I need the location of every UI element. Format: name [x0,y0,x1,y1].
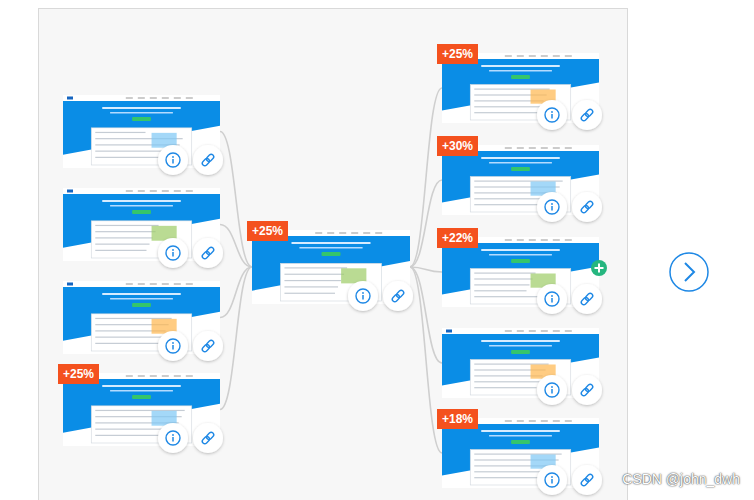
next-button [670,253,708,291]
growth-badge: +25% [437,44,478,64]
page-thumbnail [63,281,220,354]
connector [220,132,252,268]
growth-badge: +18% [437,409,478,429]
info-button [537,465,567,495]
page-thumbnail [63,95,220,168]
info-button [348,281,378,311]
page-thumbnail [252,230,410,304]
info-button [537,284,567,314]
connector [220,267,252,410]
link-button [572,100,602,130]
page-card [63,188,220,261]
page-card: +25% [63,373,220,446]
growth-badge: +30% [437,136,478,156]
link-button [193,145,223,175]
info-button [158,331,188,361]
link-button [193,423,223,453]
link-button [193,331,223,361]
connector [410,267,442,363]
page-card: +25% [252,230,410,304]
link-button [572,465,602,495]
info-button [158,423,188,453]
page-card [63,281,220,354]
link-button [383,281,413,311]
page-card [442,328,599,398]
info-button [158,238,188,268]
page-card: +25% [442,53,599,123]
page-thumbnail [442,328,599,398]
link-button [572,192,602,222]
page-card: +22% [442,237,599,307]
info-button [537,375,567,405]
page-thumbnail [63,188,220,261]
connector [220,267,252,318]
link-button [572,375,602,405]
page-card: +18% [442,418,599,488]
connector [410,180,442,267]
page-card: +30% [442,145,599,215]
info-button [158,145,188,175]
link-button [572,284,602,314]
info-button [537,192,567,222]
growth-badge: +22% [437,228,478,248]
watermark: CSDN @john_dwh [622,471,740,487]
page-card [63,95,220,168]
growth-badge: +25% [58,364,99,384]
add-button [591,260,607,276]
link-button [193,238,223,268]
info-button [537,100,567,130]
growth-badge: +25% [247,221,288,241]
